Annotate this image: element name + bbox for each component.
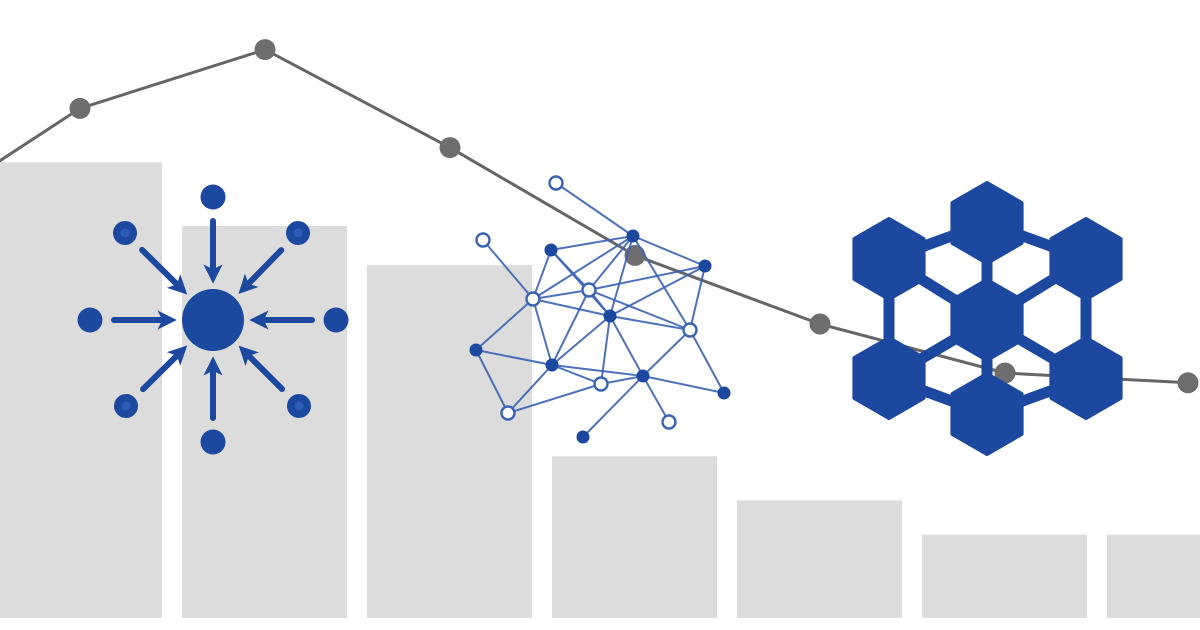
hexagon-cluster-icon [852,181,1123,456]
line-point [439,137,461,159]
bar [922,534,1087,618]
bar [367,265,532,618]
bar [552,456,717,618]
trend-line-series [0,39,1199,394]
line-point [254,39,276,61]
bar [0,162,162,619]
line-point [1177,372,1199,394]
line-point [809,313,831,335]
centralized-network-icon [77,184,349,455]
bar [182,226,347,618]
bar [737,500,902,618]
trend-line [0,48,1189,385]
bar [1107,534,1200,618]
decentralized-network-icon [469,175,731,444]
line-point [69,97,91,119]
line-point [994,362,1016,384]
